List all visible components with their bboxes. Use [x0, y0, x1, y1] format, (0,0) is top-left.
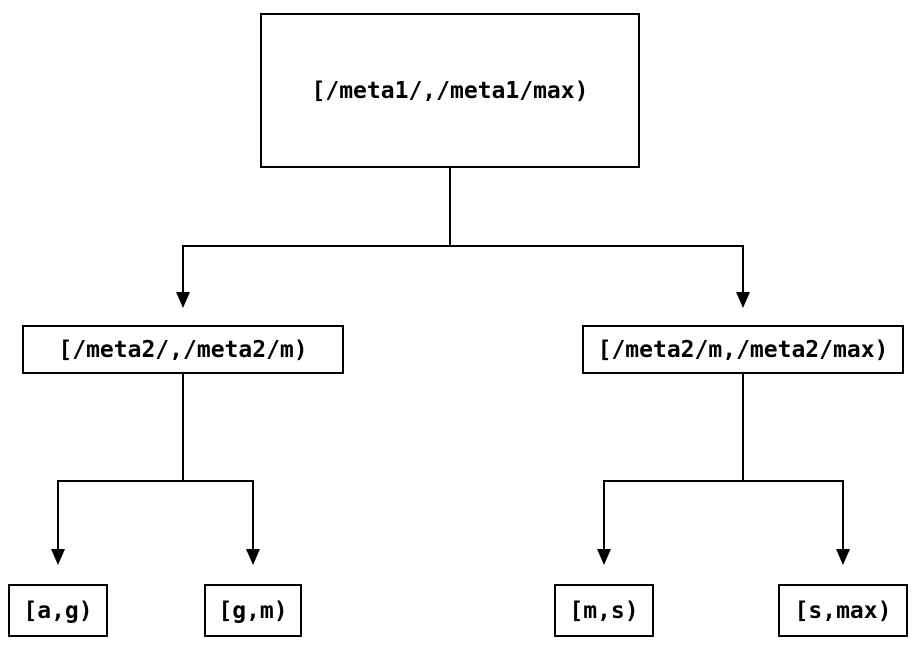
arrowhead-down-icon: [836, 549, 850, 565]
edge-left-to-leaf-ag-line: [57, 480, 59, 549]
arrowhead-down-icon: [51, 549, 65, 565]
edge-left-branch-line: [57, 480, 254, 482]
node-root: [/meta1/,/meta1/max): [260, 13, 640, 168]
edge-root-branch-line: [182, 245, 744, 247]
edge-left-stem-line: [182, 374, 184, 482]
node-leaf-g-m: [g,m): [204, 584, 302, 637]
arrowhead-down-icon: [597, 549, 611, 565]
edge-right-stem-line: [742, 374, 744, 482]
node-leaf-m-s: [m,s): [554, 584, 654, 637]
edge-right-to-leaf-smax-line: [842, 480, 844, 549]
arrowhead-down-icon: [246, 549, 260, 565]
node-level2-right: [/meta2/m,/meta2/max): [582, 325, 904, 374]
edge-root-to-left-line: [182, 245, 184, 292]
node-level2-left: [/meta2/,/meta2/m): [22, 325, 344, 374]
edge-right-to-leaf-ms-line: [603, 480, 605, 549]
arrowhead-down-icon: [736, 292, 750, 308]
edge-left-to-leaf-gm-line: [252, 480, 254, 549]
node-leaf-a-g: [a,g): [8, 584, 108, 637]
edge-root-to-right-line: [742, 245, 744, 292]
arrowhead-down-icon: [176, 292, 190, 308]
edge-root-stem-line: [449, 168, 451, 247]
edge-right-branch-line: [603, 480, 844, 482]
node-leaf-s-max: [s,max): [778, 584, 908, 637]
